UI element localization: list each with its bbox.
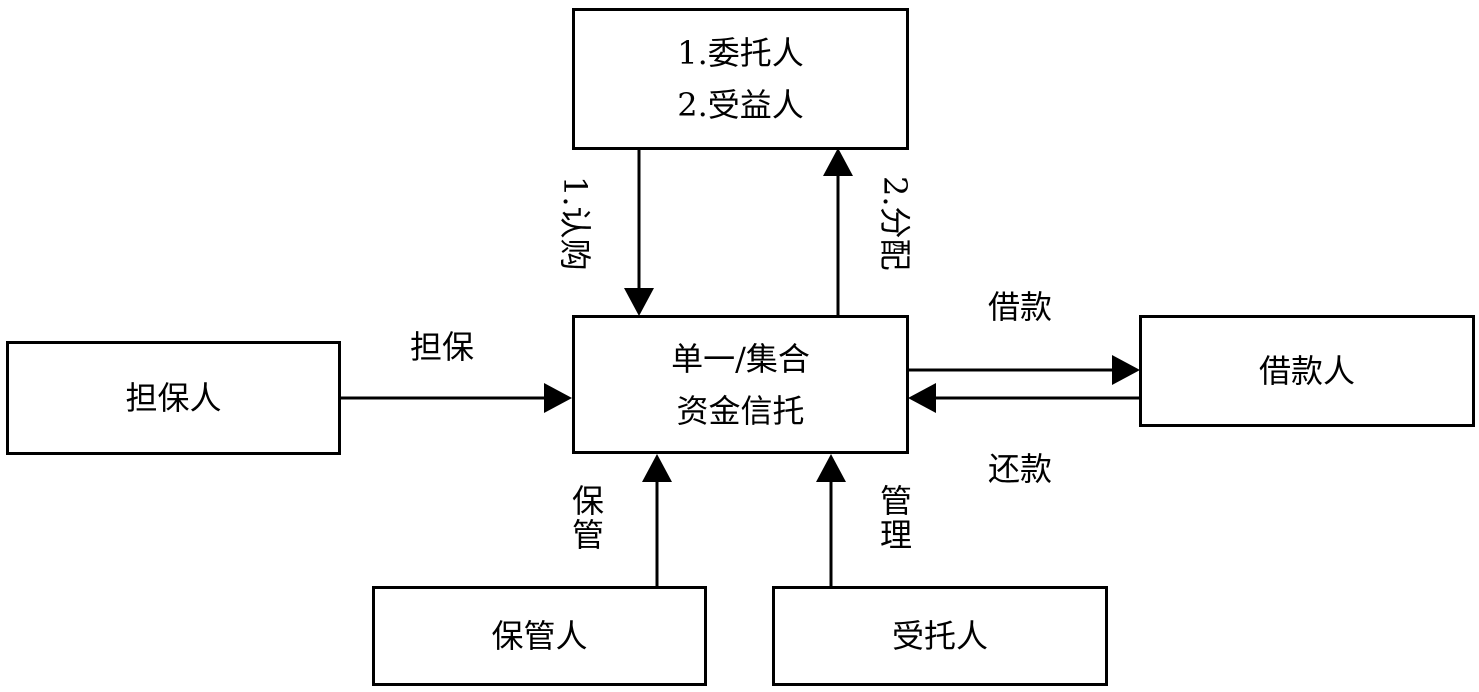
trust-node: 单一/集合 资金信托 xyxy=(572,315,909,454)
borrower-node: 借款人 xyxy=(1139,315,1475,427)
custody-label: 保 管 xyxy=(568,484,608,552)
trustee-node: 受托人 xyxy=(772,586,1108,686)
guarantor-node: 担保人 xyxy=(6,341,341,455)
beneficiary-node: 1.委托人 2.受益人 xyxy=(572,8,909,150)
beneficiary-line2: 2.受益人 xyxy=(677,86,804,124)
subscribe-label: 1.认购 xyxy=(556,176,594,271)
manage-label: 管 理 xyxy=(876,484,916,552)
custodian-node: 保管人 xyxy=(372,586,707,686)
repay-label: 还款 xyxy=(988,450,1053,488)
manage-char-1: 管 xyxy=(879,482,912,520)
custody-char-1: 保 xyxy=(571,482,604,520)
manage-char-2: 理 xyxy=(879,516,912,554)
trust-line2: 资金信托 xyxy=(676,391,805,430)
guarantee-label: 担保 xyxy=(410,328,475,366)
trust-line1: 单一/集合 xyxy=(671,339,810,378)
custody-char-2: 管 xyxy=(571,516,604,554)
distribute-label: 2.分配 xyxy=(876,176,914,271)
guarantor-label: 担保人 xyxy=(125,379,222,417)
loan-label: 借款 xyxy=(988,288,1053,326)
borrower-label: 借款人 xyxy=(1258,352,1355,390)
custodian-label: 保管人 xyxy=(491,617,588,655)
beneficiary-line1: 1.委托人 xyxy=(677,34,804,72)
trustee-label: 受托人 xyxy=(891,617,988,655)
